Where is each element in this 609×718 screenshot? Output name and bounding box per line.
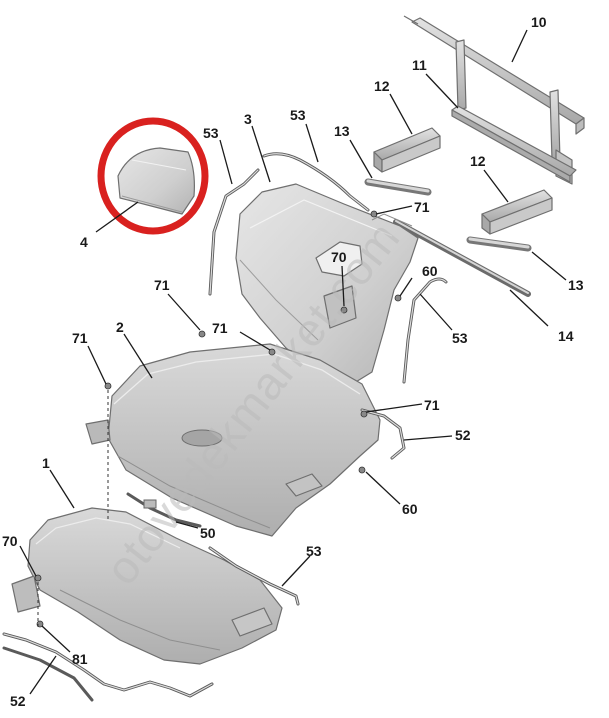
callout-labels: 10 11 12 12 13 13 14 53 53 3 4 71 70 60 … (2, 14, 584, 709)
fastener-markers (34, 210, 402, 628)
part-53-seal-top (262, 152, 370, 212)
callout-53-left: 53 (203, 125, 219, 141)
callout-14: 14 (558, 328, 574, 344)
callout-13-lower: 13 (568, 277, 584, 293)
part-53-seal-left (208, 168, 260, 296)
part-1-lower-floor (11, 507, 283, 665)
callout-70-upper: 70 (331, 249, 347, 265)
part-3-side-panel (235, 183, 419, 389)
highlight-circle (97, 117, 209, 235)
callout-71-upper-right: 71 (414, 199, 430, 215)
part-13-tube-upper (364, 178, 432, 196)
part-12-bracket-lower (481, 189, 553, 235)
part-11-lower-bar (451, 105, 577, 183)
part-53-seal-bottom (208, 546, 300, 606)
callout-2: 2 (116, 319, 124, 335)
leader-lines (19, 29, 567, 695)
callout-81: 81 (72, 651, 88, 667)
part-52-wire-right (360, 408, 406, 460)
callout-50: 50 (200, 525, 216, 541)
part-53-seal-right (402, 277, 448, 384)
part-50-clip (126, 492, 202, 528)
callout-12-upper: 12 (374, 78, 390, 94)
callout-13-upper: 13 (334, 123, 350, 139)
callout-52-right: 52 (455, 427, 471, 443)
part-14-rod (393, 219, 531, 297)
callout-53-bottom: 53 (306, 543, 322, 559)
part-4-cover-panel (117, 147, 195, 215)
part-52-wire-bottom (2, 632, 214, 702)
callout-12-lower: 12 (470, 153, 486, 169)
callout-3: 3 (244, 111, 252, 127)
callout-53-right: 53 (452, 330, 468, 346)
part-12-bracket-upper (373, 127, 441, 173)
callout-60-upper: 60 (422, 263, 438, 279)
callout-71-top: 71 (154, 277, 170, 293)
callout-4: 4 (80, 234, 88, 250)
callout-70-lower: 70 (2, 533, 18, 549)
part-13-tube-lower (466, 236, 532, 252)
callout-52-bottom: 52 (10, 693, 26, 709)
callout-10: 10 (531, 14, 547, 30)
callout-71-middle: 71 (212, 320, 228, 336)
callout-60-lower: 60 (402, 501, 418, 517)
part-2-boot-tray (85, 343, 381, 537)
callout-71-right: 71 (424, 397, 440, 413)
callout-11: 11 (412, 57, 427, 73)
part-10-crossbar-frame (403, 15, 585, 185)
callout-71-left: 71 (72, 330, 88, 346)
callout-53-top: 53 (290, 107, 306, 123)
callout-1: 1 (42, 455, 50, 471)
